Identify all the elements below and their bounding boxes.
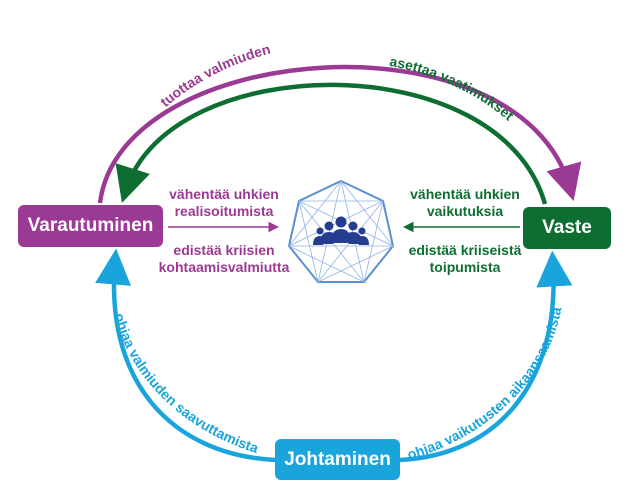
arc-ohjaa-valmiuden <box>95 248 277 463</box>
right-label-1a: vähentää uhkien <box>410 186 520 202</box>
arc-tuottaa-valmiuden <box>97 64 582 204</box>
right-label-1b: vaikutuksia <box>426 203 504 219</box>
arc-asettaa-vaatimukset <box>115 82 548 205</box>
node-varautuminen: Varautuminen <box>18 205 163 247</box>
left-label-1b: realisoitumista <box>174 203 274 219</box>
left-label-2: edistää kriisien kohtaamisvalmiutta <box>150 242 298 276</box>
arc-label-top-inner: asettaa vaatimukset <box>388 53 517 124</box>
left-label-1: vähentää uhkien realisoitumista <box>158 186 290 220</box>
right-label-1: vähentää uhkien vaikutuksia <box>404 186 526 220</box>
arc-label-bottom-right: ohjaa vaikutusten aikaansaamista <box>405 305 564 462</box>
right-label-2b: toipumista <box>429 259 501 275</box>
right-label-2a: edistää kriiseistä <box>408 242 522 258</box>
node-johtaminen: Johtaminen <box>275 439 400 480</box>
left-label-2b: kohtaamisvalmiutta <box>158 259 290 275</box>
node-vaste: Vaste <box>523 207 611 249</box>
left-label-2a: edistää kriisien <box>173 242 275 258</box>
people-group-icon <box>313 216 369 245</box>
arc-ohjaa-vaikutusten <box>399 250 573 463</box>
right-label-2: edistää kriiseistä toipumista <box>400 242 530 276</box>
left-label-1a: vähentää uhkien <box>169 186 279 202</box>
